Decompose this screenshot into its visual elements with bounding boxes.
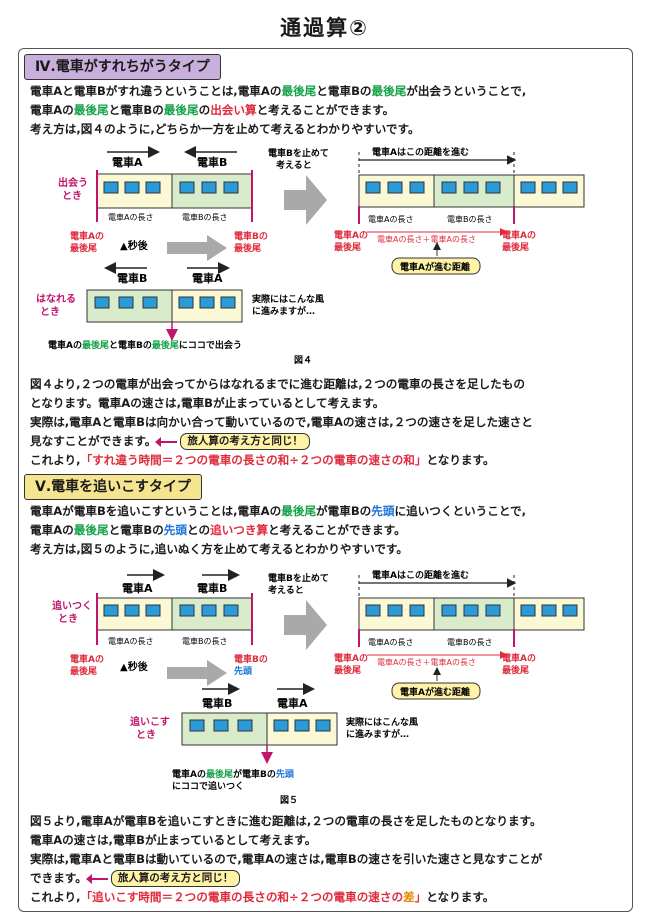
tail-b-label: 電車Bの最後尾 bbox=[234, 230, 268, 254]
part-label: はなれるとき bbox=[36, 293, 76, 318]
distance-label: 電車Aはこの距離を進む bbox=[372, 146, 469, 158]
tail-a-label-right: 電車Aの最後尾 bbox=[334, 229, 368, 253]
train-b-label-2: 電車B bbox=[117, 271, 147, 285]
moved-distance-badge: 電車Aが進む距離 bbox=[400, 261, 470, 273]
catch-label: 追いつくとき bbox=[52, 599, 92, 625]
page-title: 通過算② bbox=[280, 16, 369, 40]
train-b-label-5b: 電車B bbox=[202, 696, 232, 710]
sec4-intro-line-3: 考え方は,図４のように,どちらか一方を止めて考えるとわかりやすいです。 bbox=[30, 122, 420, 136]
figure-4-caption: 図４ bbox=[294, 355, 312, 366]
figure-5-diagram: 電車A 電車B 追いつくとき 電車Aの長さ 電車Bの長さ 電車Aの最後尾 電車B… bbox=[52, 569, 585, 806]
figure-5-caption: 図５ bbox=[280, 795, 298, 806]
tail-a-label: 電車Aの最後尾 bbox=[70, 230, 104, 254]
pass-label: 追いこすとき bbox=[130, 715, 170, 741]
moved-distance-badge-5: 電車Aが進む距離 bbox=[400, 686, 470, 698]
train-b-label-5: 電車B bbox=[197, 581, 227, 595]
tail-a-label-5r: 電車Aの最後尾 bbox=[334, 652, 368, 676]
train-a-label-5b: 電車A bbox=[277, 696, 308, 710]
train-a-label-2: 電車A bbox=[192, 271, 223, 285]
sec5-intro-line-2: 電車Aの最後尾と電車Bの先頭との追いつき算と考えることができます。 bbox=[30, 523, 406, 537]
sec4-result: これより,「すれ違う時間＝２つの電車の長さの和÷２つの電車の速さの和」となります… bbox=[30, 453, 495, 467]
stop-b-note: 電車Bを止めて考えると bbox=[268, 147, 329, 171]
head-b-label-5: 電車Bの先頭 bbox=[234, 653, 268, 677]
sec5-explanation-2: 電車Aの速さは,電車Bが止まっているとして考えます。 bbox=[30, 833, 317, 847]
sec4-explanation-2: となります。電車Aの速さは,電車Bが止まっているとして考えます。 bbox=[30, 396, 385, 410]
seconds-label: ▲秒後 bbox=[120, 239, 149, 252]
len-b-label-5r: 電車Bの長さ bbox=[447, 637, 493, 647]
train-a-label: 電車A bbox=[112, 155, 143, 169]
catch-here-label: 電車Aの最後尾が電車Bの先頭にココで追いつく bbox=[172, 768, 295, 792]
len-a-label: 電車Aの長さ bbox=[108, 212, 153, 222]
sec5-result: これより,「追いこす時間＝２つの電車の長さの和÷２つの電車の速さの差」となります… bbox=[30, 890, 495, 904]
note-arrow-5 bbox=[85, 873, 108, 884]
sec4-explanation-4: 見なすことができます。旅人算の考え方と同じ！ bbox=[30, 432, 310, 451]
sum-label: 電車Aの長さ＋電車Aの長さ bbox=[377, 234, 476, 244]
train-a-label-5: 電車A bbox=[122, 581, 153, 595]
sec5-explanation-4: できます。旅人算の考え方と同じ！ bbox=[30, 869, 241, 888]
section-heading-5: Ⅴ.電車を追いこすタイプ bbox=[24, 474, 202, 500]
sec5-explanation-1: 図５より,電車Aが電車Bを追いこすときに進む距離は,２つの電車の長さを足したもの… bbox=[30, 814, 542, 828]
sec5-explanation-3: 実際は,電車Aと電車Bは動いているので,電車Aの速さは,電車Bの速さを引いた速さ… bbox=[30, 852, 543, 866]
sec5-intro-line-1: 電車Aが電車Bを追いこすということは,電車Aの最後尾が電車Bの先頭に追いつくとい… bbox=[30, 504, 527, 518]
train-b-label: 電車B bbox=[197, 155, 227, 169]
len-b-label-5: 電車Bの長さ bbox=[182, 636, 228, 646]
len-b-label-right: 電車Bの長さ bbox=[447, 214, 493, 224]
tail-a-label-5: 電車Aの最後尾 bbox=[70, 653, 104, 677]
len-b-label: 電車Bの長さ bbox=[182, 212, 228, 222]
distance-label-5: 電車Aはこの距離を進む bbox=[372, 569, 469, 581]
meet-label: 出会うとき bbox=[58, 176, 88, 202]
note-box-5: 旅人算の考え方と同じ！ bbox=[110, 870, 241, 887]
len-a-label-5: 電車Aの長さ bbox=[108, 636, 153, 646]
len-a-label-5r: 電車Aの長さ bbox=[368, 637, 413, 647]
sec4-explanation-1: 図４より,２つの電車が出会ってからはなれるまでに進む距離は,２つの電車の長さを足… bbox=[30, 377, 525, 391]
actual-note: 実際にはこんな風に進みますが… bbox=[252, 293, 324, 317]
sec4-explanation-3: 実際は,電車Aと電車Bは向かい合って動いているので,電車Aの速さは,２つの速さを… bbox=[30, 415, 533, 429]
tail-b-label-right: 電車Aの最後尾 bbox=[502, 229, 536, 253]
actual-note-5: 実際にはこんな風に進みますが… bbox=[346, 716, 418, 740]
figure-4-diagram: 電車A 電車B 出会うとき 電車Aの長さ 電車Bの長さ 電車Aの最後尾 電車Bの… bbox=[36, 146, 585, 366]
stop-b-note-5: 電車Bを止めて考えると bbox=[268, 572, 329, 596]
train-a-car bbox=[96, 173, 253, 209]
sec4-intro-line-2: 電車Aの最後尾と電車Bの最後尾の出会い算と考えることができます。 bbox=[30, 103, 395, 117]
meet-here-label: 電車Aの最後尾と電車Bの最後尾にココで出会う bbox=[48, 339, 242, 351]
note-box: 旅人算の考え方と同じ！ bbox=[180, 433, 310, 450]
seconds-label-5: ▲秒後 bbox=[120, 660, 149, 673]
tail-a2-label-5r: 電車Aの最後尾 bbox=[502, 652, 536, 676]
sec5-intro-line-3: 考え方は,図５のように,追いぬく方を止めて考えるとわかりやすいです。 bbox=[30, 542, 408, 556]
sec4-intro-line-1: 電車Aと電車Bがすれ違うということは,電車Aの最後尾と電車Bの最後尾が出会うとい… bbox=[30, 84, 527, 98]
note-arrow bbox=[155, 436, 178, 447]
content-frame bbox=[18, 48, 633, 912]
section-heading-4: Ⅳ.電車がすれちがうタイプ bbox=[24, 54, 221, 80]
sum-label-5: 電車Aの長さ＋電車Aの長さ bbox=[377, 657, 476, 667]
len-a-label-right: 電車Aの長さ bbox=[368, 214, 413, 224]
